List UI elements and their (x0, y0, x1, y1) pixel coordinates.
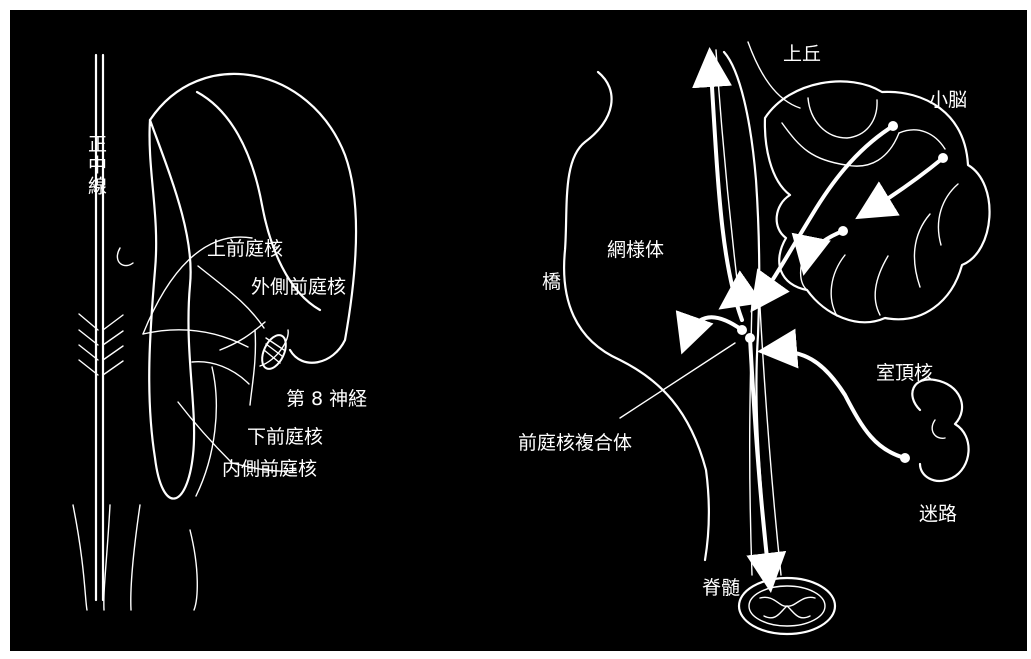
pathway-diagram (564, 42, 989, 634)
vestibular-complex-label: 前庭核複合体 (518, 434, 632, 453)
cerebellum-label: 小脳 (929, 91, 967, 110)
pons-label: 橋 (542, 273, 561, 292)
midline-label: 正中線 (86, 134, 105, 197)
superior-nucleus-label: 上前庭核 (207, 240, 283, 259)
brainstem-section (73, 55, 356, 610)
medial-nucleus-label: 内側前庭核 (222, 460, 317, 479)
fastigial-nucleus-label: 室頂核 (876, 364, 933, 383)
inferior-nucleus-label: 下前庭核 (247, 428, 323, 447)
spinal-cord-label: 脊髄 (702, 579, 740, 598)
lateral-nucleus-label: 外側前庭核 (251, 278, 346, 297)
reticular-formation-label: 網様体 (607, 241, 664, 260)
eighth-nerve-label: 第 8 神経 (286, 390, 367, 409)
superior-colliculus-label: 上丘 (783, 45, 821, 64)
labyrinth-label: 迷路 (919, 505, 957, 524)
